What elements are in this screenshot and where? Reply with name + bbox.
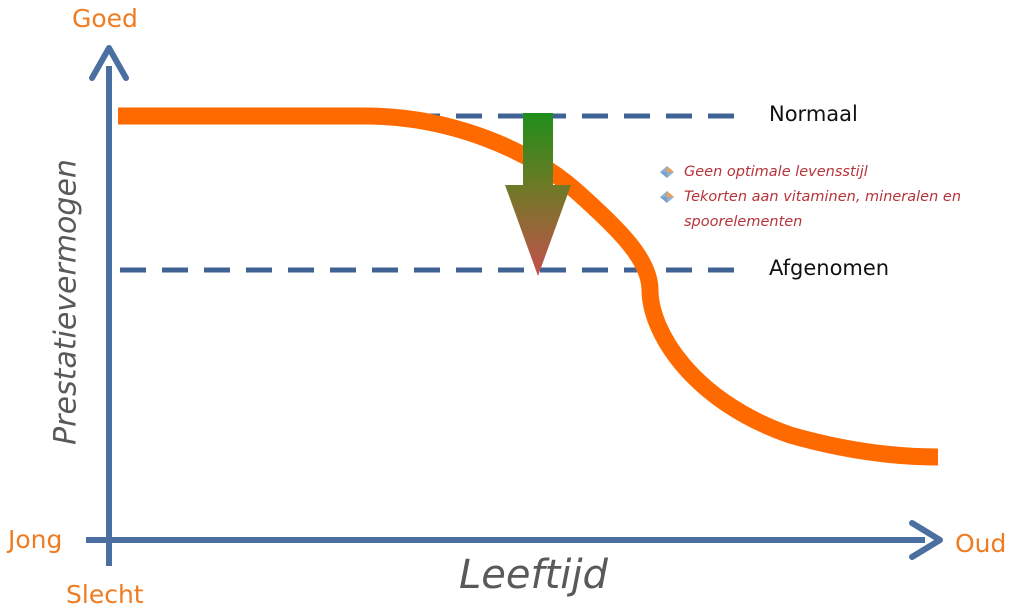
y-axis-bottom-label: Slecht <box>66 580 144 609</box>
reason-text: Geen optimale levensstijl <box>684 164 868 180</box>
diamond-bullet-icon <box>660 166 674 178</box>
decline-arrow <box>505 113 571 276</box>
x-axis-right-label: Oud <box>955 529 1007 558</box>
x-axis-title: Leeftijd <box>459 552 608 598</box>
y-axis-title: Prestatievermogen <box>48 159 84 445</box>
y-axis-arrowhead <box>89 45 129 81</box>
diamond-bullet-icon <box>660 191 674 203</box>
reduced-level-label: Afgenomen <box>769 256 890 280</box>
performance-curve <box>118 107 939 466</box>
x-axis-arrowhead <box>909 520 943 560</box>
y-axis-top-label: Goed <box>72 4 138 33</box>
reason-text: Tekorten aan vitaminen, mineralen en spo… <box>684 189 962 230</box>
x-axis-left-label: Jong <box>8 525 63 554</box>
reason-item: Tekorten aan vitaminen, mineralen en spo… <box>660 185 1004 235</box>
decline-reasons-list: Geen optimale levensstijl Tekorten aan v… <box>660 160 1004 235</box>
normal-level-label: Normaal <box>769 102 858 126</box>
reason-item: Geen optimale levensstijl <box>660 160 1004 185</box>
